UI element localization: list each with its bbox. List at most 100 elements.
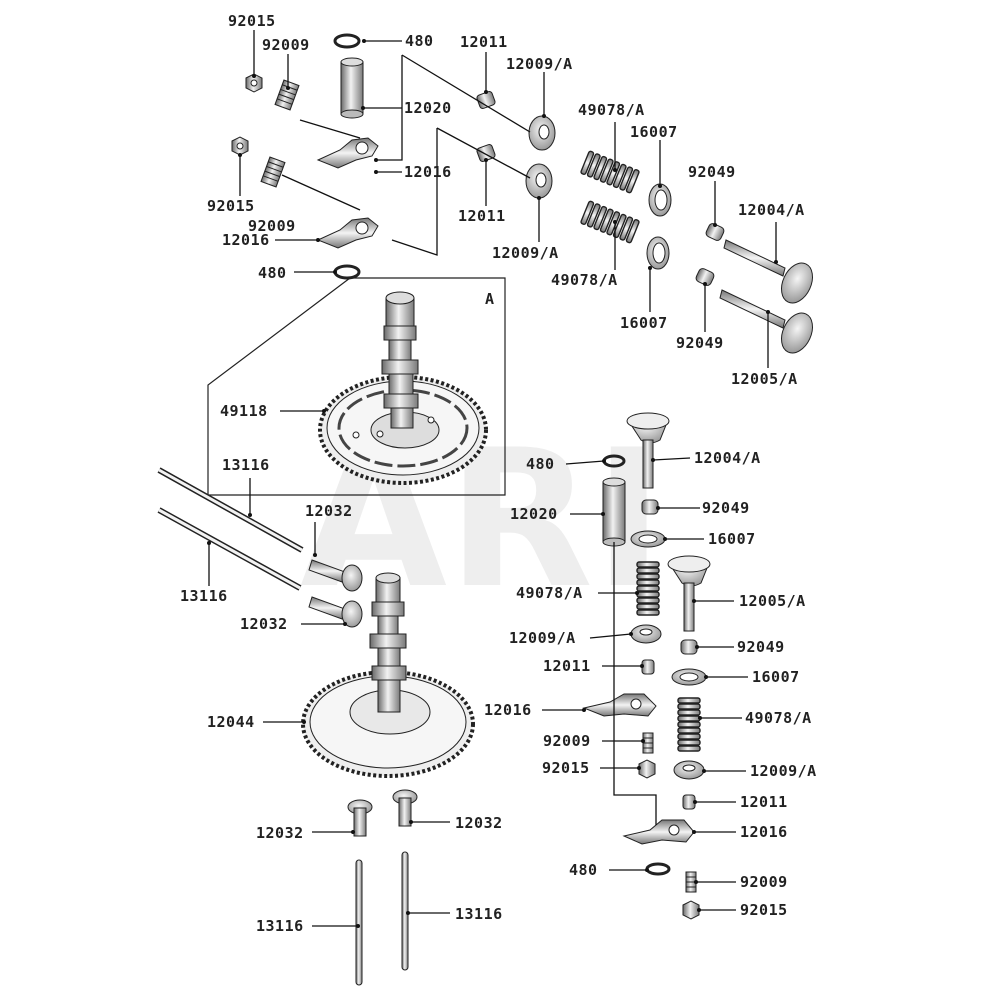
- label-49078A[interactable]: 49078/A: [745, 709, 812, 727]
- label-92049[interactable]: 92049: [702, 499, 750, 517]
- part-16007-spring-seat-mid[interactable]: [646, 236, 670, 270]
- part-92049-stem-seal-right-b[interactable]: [680, 639, 698, 655]
- label-480[interactable]: 480: [258, 264, 287, 282]
- label-92009[interactable]: 92009: [543, 732, 591, 750]
- label-12016[interactable]: 12016: [404, 163, 452, 181]
- leader-lines: [208, 30, 777, 927]
- part-12032-tappet-lower-b[interactable]: [392, 789, 418, 827]
- part-92009-adjuster-bolt-right-a[interactable]: [642, 732, 654, 754]
- part-12020-rocker-shaft-right[interactable]: [602, 477, 626, 547]
- part-480-circlip-mid[interactable]: [333, 264, 361, 280]
- part-49118-camshaft-gear-assembly[interactable]: [318, 291, 488, 485]
- label-480[interactable]: 480: [569, 861, 598, 879]
- label-12004A[interactable]: 12004/A: [694, 449, 761, 467]
- part-12020-rocker-shaft-top[interactable]: [340, 57, 364, 119]
- part-12016-rocker-arm-top[interactable]: [316, 137, 379, 169]
- part-480-circlip-top[interactable]: [333, 33, 361, 49]
- label-12011[interactable]: 12011: [543, 657, 591, 675]
- label-12032[interactable]: 12032: [305, 502, 353, 520]
- part-92049-stem-seal-top[interactable]: [705, 222, 725, 241]
- part-12016-rocker-arm-lower[interactable]: [316, 217, 379, 249]
- label-12016[interactable]: 12016: [740, 823, 788, 841]
- label-12011[interactable]: 12011: [740, 793, 788, 811]
- label-92015[interactable]: 92015: [207, 197, 255, 215]
- part-12016-rocker-arm-right-b[interactable]: [622, 819, 695, 845]
- part-92015-nut-top[interactable]: [245, 73, 263, 93]
- part-92015-nut-mid[interactable]: [231, 136, 249, 156]
- part-49078A-valve-spring-top[interactable]: [578, 150, 643, 195]
- part-16007-spring-seat-right-b[interactable]: [671, 668, 707, 686]
- label-92009[interactable]: 92009: [262, 36, 310, 54]
- part-12005A-exhaust-valve-top[interactable]: [719, 289, 819, 358]
- part-12004A-intake-valve-top[interactable]: [723, 239, 819, 308]
- label-13116[interactable]: 13116: [256, 917, 304, 935]
- label-12032[interactable]: 12032: [240, 615, 288, 633]
- part-92049-stem-seal-right-a[interactable]: [641, 499, 659, 515]
- part-92049-stem-seal-mid[interactable]: [695, 267, 715, 286]
- label-49078A[interactable]: 49078/A: [578, 101, 645, 119]
- label-12004A[interactable]: 12004/A: [738, 201, 805, 219]
- label-49078A[interactable]: 49078/A: [516, 584, 583, 602]
- part-12044-camshaft-gear[interactable]: [301, 572, 475, 778]
- part-12009A-spring-retainer-mid[interactable]: [525, 163, 553, 199]
- part-12032-tappet-upper-b[interactable]: [308, 596, 363, 628]
- part-13116-push-rod-upper-b[interactable]: [157, 507, 302, 591]
- label-12009A[interactable]: 12009/A: [750, 762, 817, 780]
- part-13116-push-rod-lower-b[interactable]: [401, 851, 409, 971]
- label-92049[interactable]: 92049: [676, 334, 724, 352]
- part-12032-tappet-lower-a[interactable]: [347, 799, 373, 837]
- part-12009A-spring-retainer-right-a[interactable]: [630, 624, 662, 644]
- label-12016[interactable]: 12016: [484, 701, 532, 719]
- label-12044[interactable]: 12044: [207, 713, 255, 731]
- label-12020[interactable]: 12020: [510, 505, 558, 523]
- label-12009A[interactable]: 12009/A: [492, 244, 559, 262]
- label-12032[interactable]: 12032: [455, 814, 503, 832]
- part-12016-rocker-arm-right-a[interactable]: [582, 693, 657, 717]
- label-16007[interactable]: 16007: [752, 668, 800, 686]
- part-16007-spring-seat-right-a[interactable]: [630, 530, 666, 548]
- label-12011[interactable]: 12011: [458, 207, 506, 225]
- label-92009[interactable]: 92009: [740, 873, 788, 891]
- label-13116[interactable]: 13116: [180, 587, 228, 605]
- label-92049[interactable]: 92049: [688, 163, 736, 181]
- label-12005A[interactable]: 12005/A: [739, 592, 806, 610]
- label-12032[interactable]: 12032: [256, 824, 304, 842]
- part-49078A-valve-spring-mid[interactable]: [580, 200, 640, 244]
- label-13116[interactable]: 13116: [455, 905, 503, 923]
- label-480[interactable]: 480: [526, 455, 555, 473]
- part-12009A-spring-retainer-top[interactable]: [528, 115, 556, 151]
- label-92015[interactable]: 92015: [740, 901, 788, 919]
- part-92015-nut-right-b[interactable]: [682, 900, 700, 920]
- part-49078A-valve-spring-right-a[interactable]: [636, 561, 660, 616]
- label-92049[interactable]: 92049: [737, 638, 785, 656]
- part-480-circlip-right-b[interactable]: [645, 862, 671, 876]
- part-12004A-intake-valve-right[interactable]: [626, 412, 670, 489]
- label-12009A[interactable]: 12009/A: [509, 629, 576, 647]
- part-12032-tappet-upper-a[interactable]: [308, 559, 363, 592]
- label-16007[interactable]: 16007: [620, 314, 668, 332]
- part-92009-adjuster-bolt-mid[interactable]: [260, 156, 286, 188]
- label-12011[interactable]: 12011: [460, 33, 508, 51]
- label-92015[interactable]: 92015: [542, 759, 590, 777]
- part-12005A-exhaust-valve-right[interactable]: [667, 555, 711, 632]
- part-12009A-spring-retainer-right-b[interactable]: [673, 760, 705, 780]
- part-92009-adjuster-bolt-top[interactable]: [274, 79, 300, 111]
- part-12011-valve-cap-right-a[interactable]: [641, 659, 655, 675]
- label-480[interactable]: 480: [405, 32, 434, 50]
- part-13116-push-rod-upper-a[interactable]: [157, 467, 304, 553]
- label-92015[interactable]: 92015: [228, 12, 276, 30]
- label-49078A[interactable]: 49078/A: [551, 271, 618, 289]
- part-16007-spring-seat-top[interactable]: [648, 183, 672, 217]
- part-13116-push-rod-lower-a[interactable]: [355, 859, 363, 986]
- label-16007[interactable]: 16007: [708, 530, 756, 548]
- label-49118[interactable]: 49118: [220, 402, 268, 420]
- part-49078A-valve-spring-right-b[interactable]: [677, 697, 701, 752]
- label-12016[interactable]: 12016: [222, 231, 270, 249]
- part-92015-nut-right-a[interactable]: [638, 759, 656, 779]
- label-13116[interactable]: 13116: [222, 456, 270, 474]
- label-12009A[interactable]: 12009/A: [506, 55, 573, 73]
- label-12020[interactable]: 12020: [404, 99, 452, 117]
- label-92009[interactable]: 92009: [248, 217, 296, 235]
- label-16007[interactable]: 16007: [630, 123, 678, 141]
- label-12005A[interactable]: 12005/A: [731, 370, 798, 388]
